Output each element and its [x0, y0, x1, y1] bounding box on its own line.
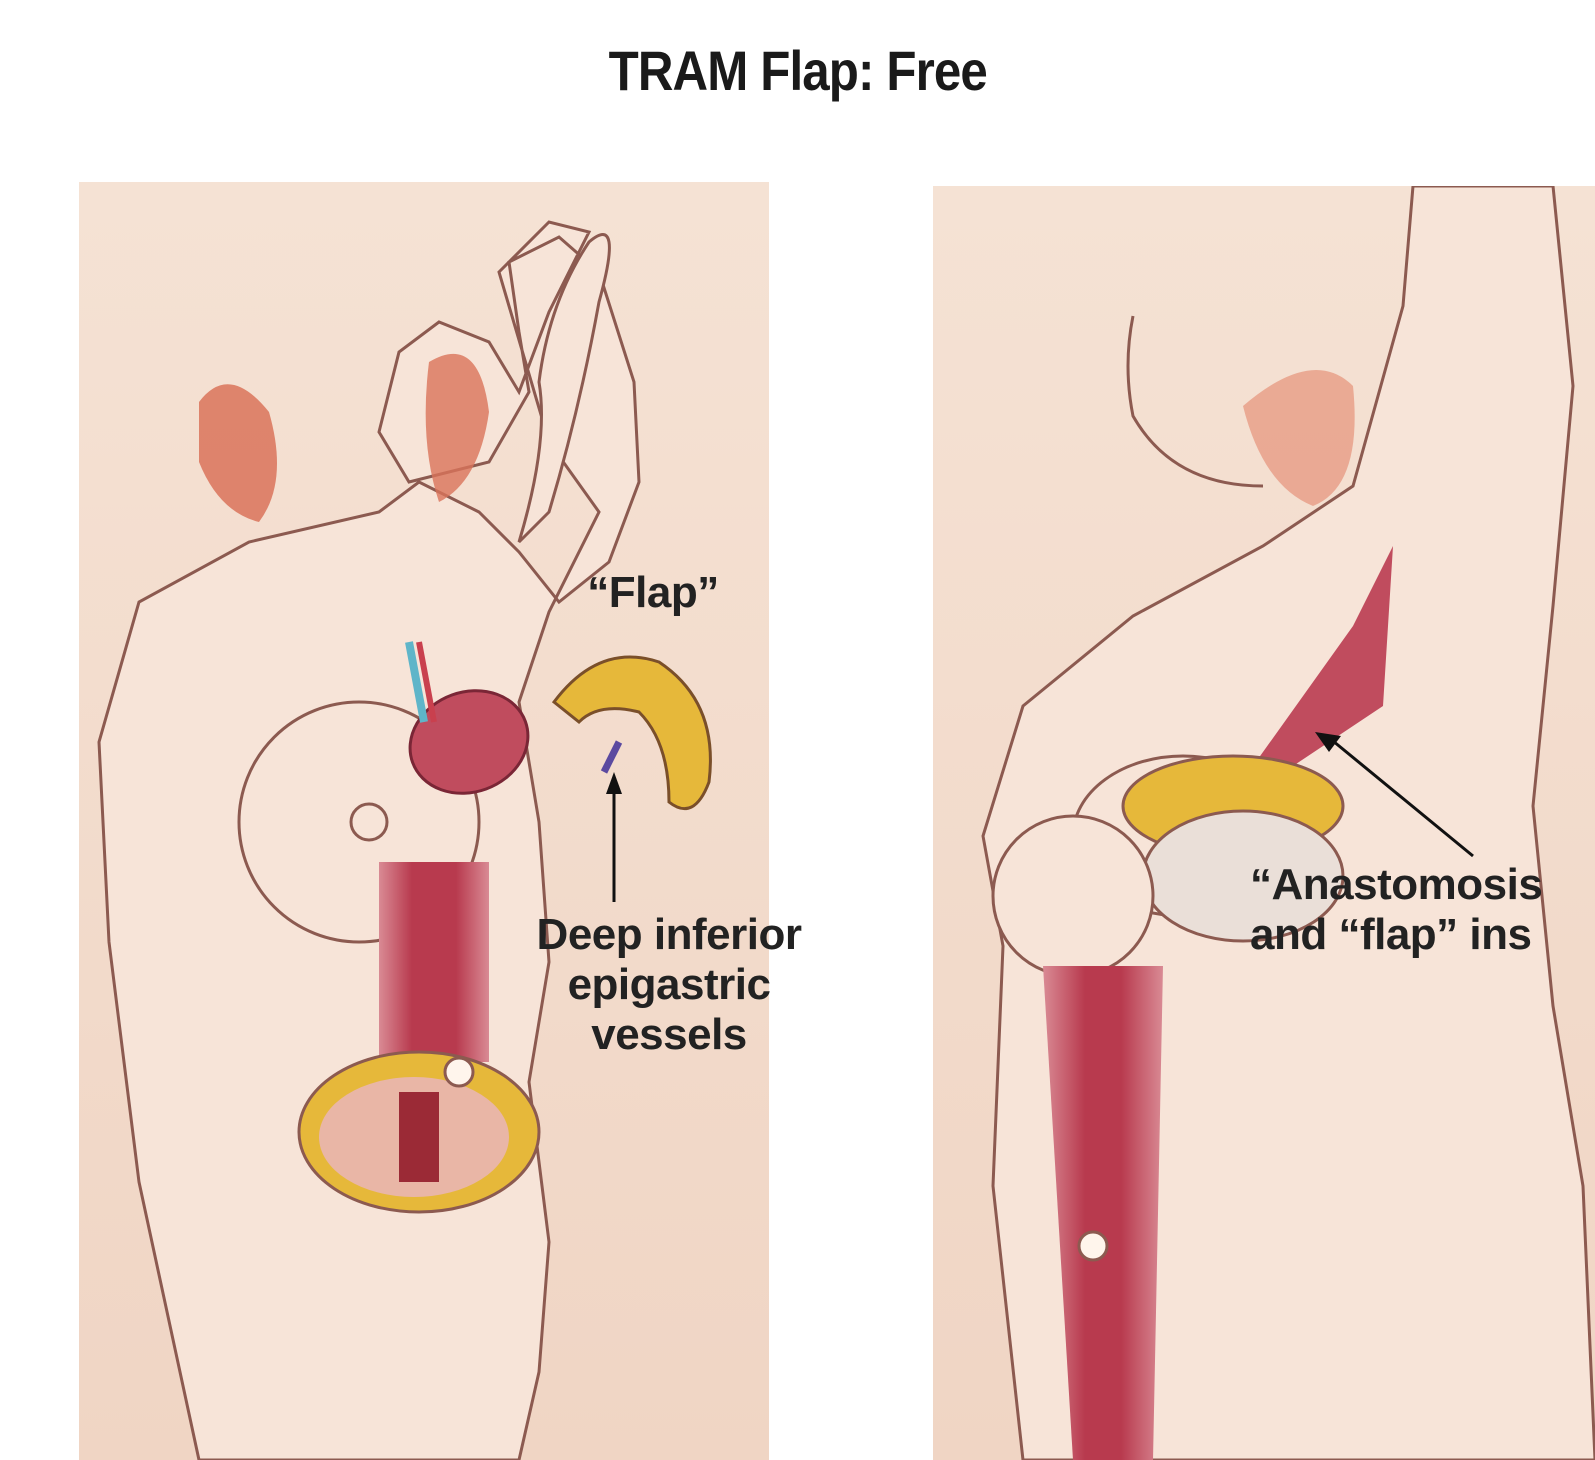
umbilicus-right [1079, 1232, 1107, 1260]
right-illustration-panel [933, 186, 1595, 1460]
flap-label: “Flap” [568, 568, 738, 618]
vessels-label-line-2: epigastric [504, 960, 834, 1010]
vessels-label-line-1: Deep inferior [504, 910, 834, 960]
donor-site-illustration [79, 182, 769, 1460]
anastomosis-label-line-1: “Anastomosis [1250, 860, 1595, 910]
umbilicus [445, 1058, 473, 1086]
left-illustration-panel [79, 182, 769, 1460]
donor-muscle-strip [399, 1092, 439, 1182]
vessels-label: Deep inferior epigastric vessels [504, 910, 834, 1060]
other-breast [993, 816, 1153, 976]
page-title: TRAM Flap: Free [96, 38, 1500, 103]
anastomosis-label-line-2: and “flap” ins [1250, 910, 1595, 960]
anastomosis-label: “Anastomosis and “flap” ins [1250, 860, 1595, 960]
rectus-muscle [379, 862, 489, 1062]
vessels-label-line-3: vessels [504, 1010, 834, 1060]
recipient-site-illustration [933, 186, 1595, 1460]
